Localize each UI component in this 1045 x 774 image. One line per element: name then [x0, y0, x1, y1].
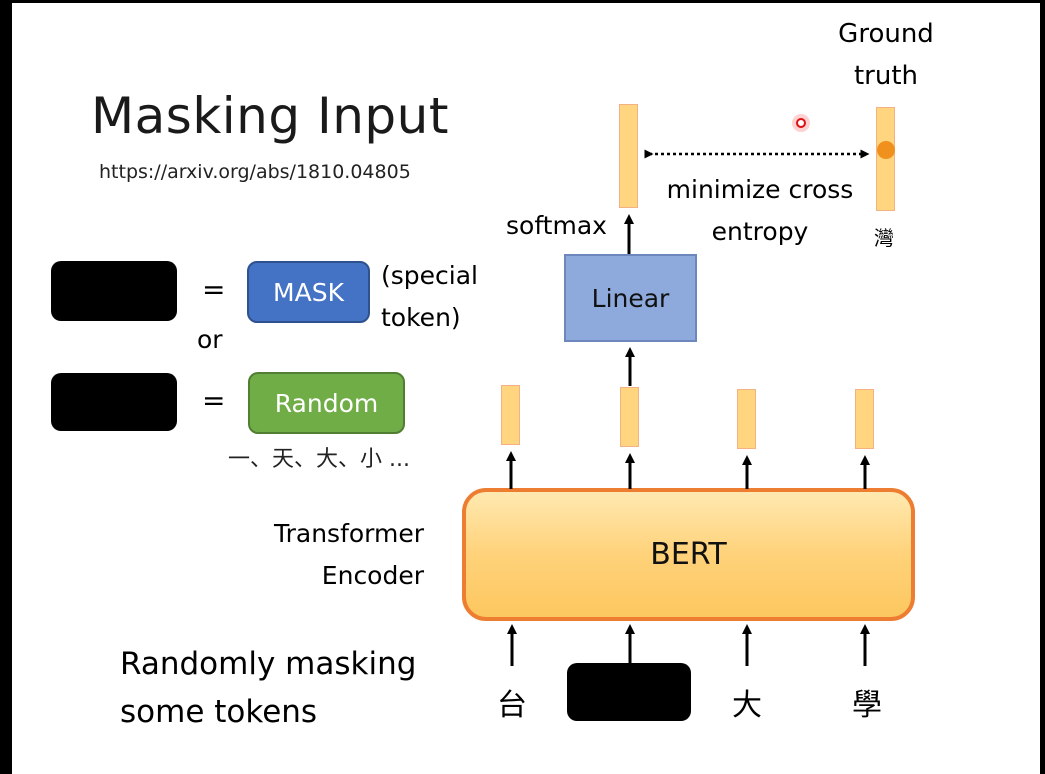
input-token-1: 台 — [497, 688, 527, 723]
masked-input-token — [567, 663, 691, 721]
equals-sign-2: = — [202, 384, 226, 417]
encoder-line-2: Encoder — [321, 561, 425, 590]
or-label: or — [197, 325, 223, 354]
special-line-2: token) — [381, 303, 461, 332]
softmax-label: softmax — [506, 211, 607, 240]
slide-title: Masking Input — [91, 87, 449, 145]
equals-sign-1: = — [202, 273, 226, 306]
bert-output-vector-2 — [620, 387, 639, 447]
loss-label: minimize cross entropy — [655, 169, 865, 253]
masked-token-box-2 — [51, 373, 177, 431]
ground-truth-vector — [876, 107, 895, 211]
encoder-line-1: Transformer — [274, 519, 425, 548]
random-token-pill: Random — [248, 372, 405, 434]
paper-url: https://arxiv.org/abs/1810.04805 — [99, 161, 411, 183]
mask-token-pill: MASK — [247, 261, 370, 323]
target-char: 灣 — [874, 226, 894, 250]
pointer-dot — [796, 118, 806, 128]
masked-token-box-1 — [51, 261, 177, 321]
bert-encoder-box: BERT — [462, 488, 915, 621]
caption-line-2: some tokens — [120, 694, 318, 730]
bert-output-vector-1 — [501, 385, 520, 445]
ground-truth-label: Ground truth — [832, 13, 940, 97]
bert-output-vector-4 — [855, 389, 874, 449]
special-token-note: (special token) — [381, 255, 478, 339]
ground-line-2: truth — [853, 61, 919, 91]
transformer-encoder-label: Transformer Encoder — [274, 513, 424, 597]
minimize-line-2: entropy — [711, 217, 809, 246]
masking-caption: Randomly masking some tokens — [120, 640, 416, 736]
special-line-1: (special — [381, 261, 478, 290]
caption-line-1: Randomly masking — [120, 646, 417, 682]
minimize-line-1: minimize cross — [666, 175, 854, 204]
output-distribution-vector — [619, 104, 638, 208]
random-examples: 一、天、大、小 ... — [228, 447, 410, 472]
linear-layer-box: Linear — [564, 254, 697, 342]
input-token-4: 學 — [852, 688, 882, 723]
input-token-3: 大 — [732, 688, 762, 723]
diagram-arrows — [506, 114, 895, 666]
ground-truth-dot — [877, 141, 895, 159]
ground-line-1: Ground — [838, 19, 934, 49]
slide: Masking Input https://arxiv.org/abs/1810… — [12, 3, 1040, 774]
bert-output-vector-3 — [737, 389, 756, 449]
